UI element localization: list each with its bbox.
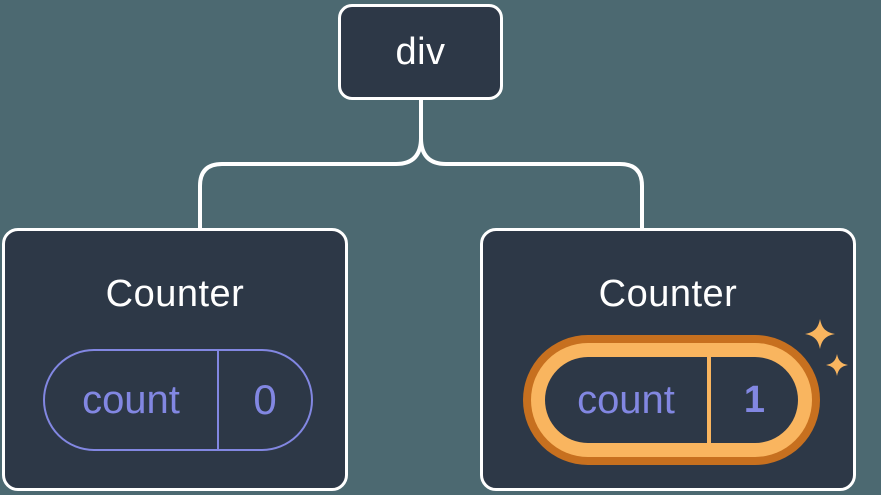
state-pill: count 0 [43,349,313,451]
component-title: Counter [105,273,245,315]
state-value: 0 [253,376,277,423]
connector-right-branch [419,98,644,230]
sparkle-small-icon [826,354,848,376]
state-pill-highlighted: count 1 [523,335,820,465]
connector-left-branch [198,98,423,230]
state-key: count [577,377,675,422]
root-node-label: div [395,30,446,73]
component-title: Counter [598,273,738,315]
tree-node-div: div [338,4,503,100]
sparkle-large-icon [805,319,835,349]
state-value: 1 [743,378,766,421]
pill-inner: count 1 [545,357,798,443]
counter-card-left: Counter count 0 [2,228,348,491]
pill-divider [707,357,711,443]
state-key: count [82,377,180,422]
pill-divider [217,351,219,449]
pill-highlight-ring: count 1 [531,343,812,457]
counter-card-right: Counter count 1 [480,228,856,491]
